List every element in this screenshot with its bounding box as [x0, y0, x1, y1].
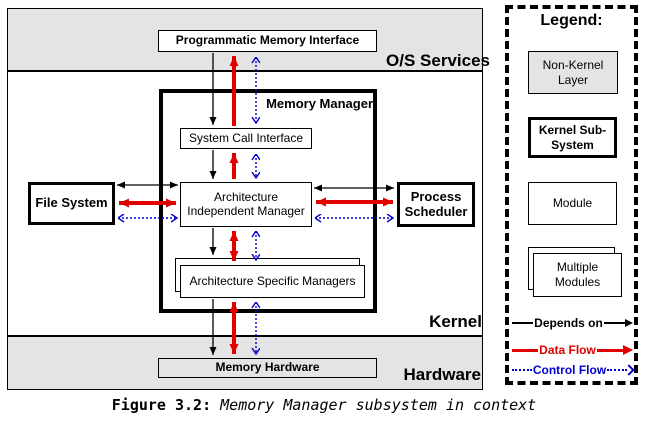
- control-flow-label: Control Flow: [532, 363, 607, 377]
- hardware-label: Hardware: [403, 365, 481, 384]
- depends-line: [603, 322, 626, 324]
- data-flow-line: [512, 348, 539, 352]
- legend-control-flow-row: Control Flow: [512, 363, 635, 377]
- legend-depends-on-row: Depends on: [512, 316, 634, 330]
- depends-on-label: Depends on: [534, 316, 603, 330]
- legend-kernel-subsystem-swatch: Kernel Sub-System: [528, 117, 617, 158]
- depends-arrowhead-icon: [625, 319, 634, 327]
- system-call-interface-box: System Call Interface: [180, 128, 312, 149]
- memory-manager-label: Memory Manager: [266, 96, 373, 111]
- legend-multiple-modules-swatch: Multiple Modules: [533, 253, 622, 297]
- data-flow-line: [596, 348, 624, 352]
- control-flow-line: [607, 369, 628, 371]
- os-services-label: O/S Services: [386, 51, 490, 70]
- os-services-band: [8, 9, 482, 72]
- data-flow-arrowhead-icon: [623, 345, 634, 355]
- control-flow-line: [512, 369, 532, 371]
- caption-text: Memory Manager subsystem in context: [220, 396, 537, 414]
- figure-caption: Figure 3.2: Memory Manager subsystem in …: [6, 396, 642, 414]
- process-scheduler-box: Process Scheduler: [397, 182, 475, 227]
- kernel-label: Kernel: [429, 312, 482, 331]
- architecture-specific-managers-box: Architecture Specific Managers: [180, 265, 365, 298]
- file-system-box: File System: [28, 182, 115, 225]
- diagram-frame: [7, 8, 483, 390]
- data-flow-label: Data Flow: [539, 343, 596, 357]
- legend-title: Legend:: [540, 12, 603, 29]
- memory-hardware-box: Memory Hardware: [158, 358, 377, 378]
- legend-data-flow-row: Data Flow: [512, 343, 634, 357]
- legend-module-swatch: Module: [528, 182, 617, 225]
- architecture-independent-manager-box: Architecture Independent Manager: [180, 182, 312, 227]
- caption-number: Figure 3.2:: [111, 396, 212, 414]
- programmatic-memory-interface-box: Programmatic Memory Interface: [158, 30, 377, 52]
- depends-line: [512, 322, 534, 324]
- legend-non-kernel-layer-swatch: Non-Kernel Layer: [528, 51, 618, 94]
- control-flow-arrowhead-icon: [623, 364, 635, 376]
